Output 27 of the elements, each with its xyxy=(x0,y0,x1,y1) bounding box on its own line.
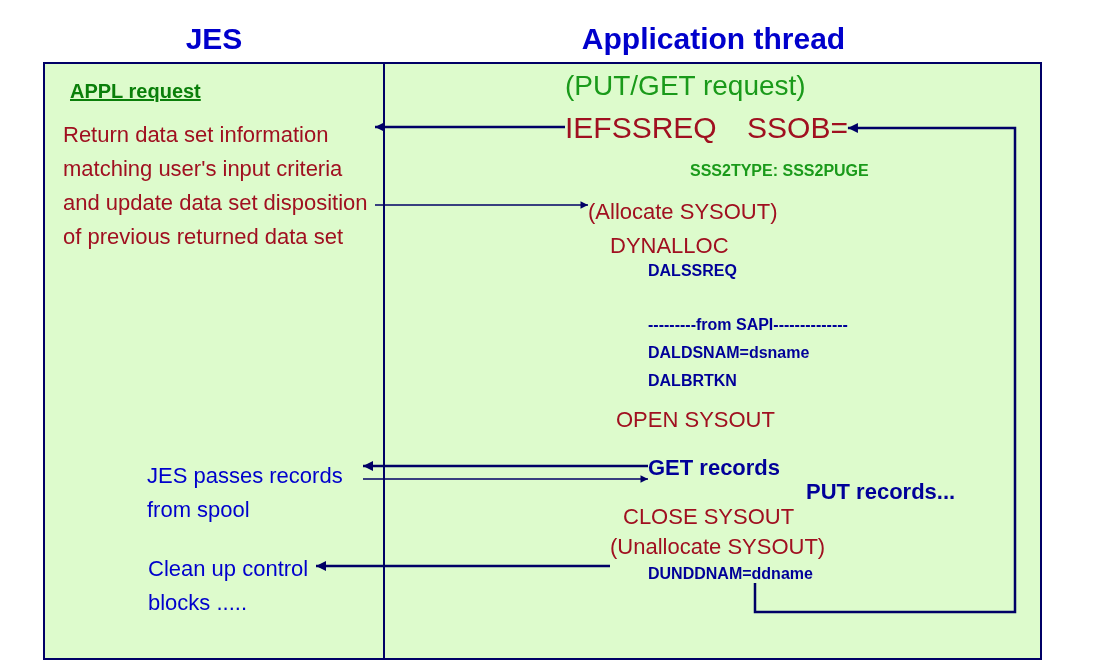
step-label: (Unallocate SYSOUT) xyxy=(610,530,826,564)
step-description: JES passes records from spool xyxy=(147,459,363,527)
arrow xyxy=(363,461,648,471)
parameter-label: DUNDDNAM=ddname xyxy=(648,565,813,583)
arrow xyxy=(753,123,1017,614)
lane-title: Application thread xyxy=(580,22,847,56)
arrow xyxy=(375,122,565,132)
macro-call: IEFSSREQ SSOB= xyxy=(565,111,848,145)
section-heading: APPL request xyxy=(70,80,201,103)
step-label: (Allocate SYSOUT) xyxy=(588,195,778,229)
lane-title: JES xyxy=(184,22,244,56)
arrow xyxy=(362,475,649,483)
parameter-label: SSS2TYPE: SSS2PUGE xyxy=(690,162,869,180)
step-label: CLOSE SYSOUT xyxy=(623,503,795,531)
step-label: PUT records... xyxy=(806,479,956,505)
parameter-label: DALSSREQ xyxy=(648,262,737,280)
request-label: (PUT/GET request) xyxy=(565,70,806,102)
parameter-label: DALDSNAM=dsname xyxy=(648,344,810,362)
step-label: GET records xyxy=(648,455,781,481)
step-description: Return data set information matching user's input criteria and update data set disposition of previous returned data set xyxy=(63,118,375,254)
macro-label: DYNALLOC xyxy=(610,232,729,260)
arrow xyxy=(374,201,589,209)
step-description: Clean up control blocks ..... xyxy=(148,552,316,620)
separator-note: ---------from SAPI-------------- xyxy=(648,316,848,334)
step-label: OPEN SYSOUT xyxy=(616,406,775,434)
arrow xyxy=(316,561,610,571)
parameter-label: DALBRTKN xyxy=(648,372,737,390)
